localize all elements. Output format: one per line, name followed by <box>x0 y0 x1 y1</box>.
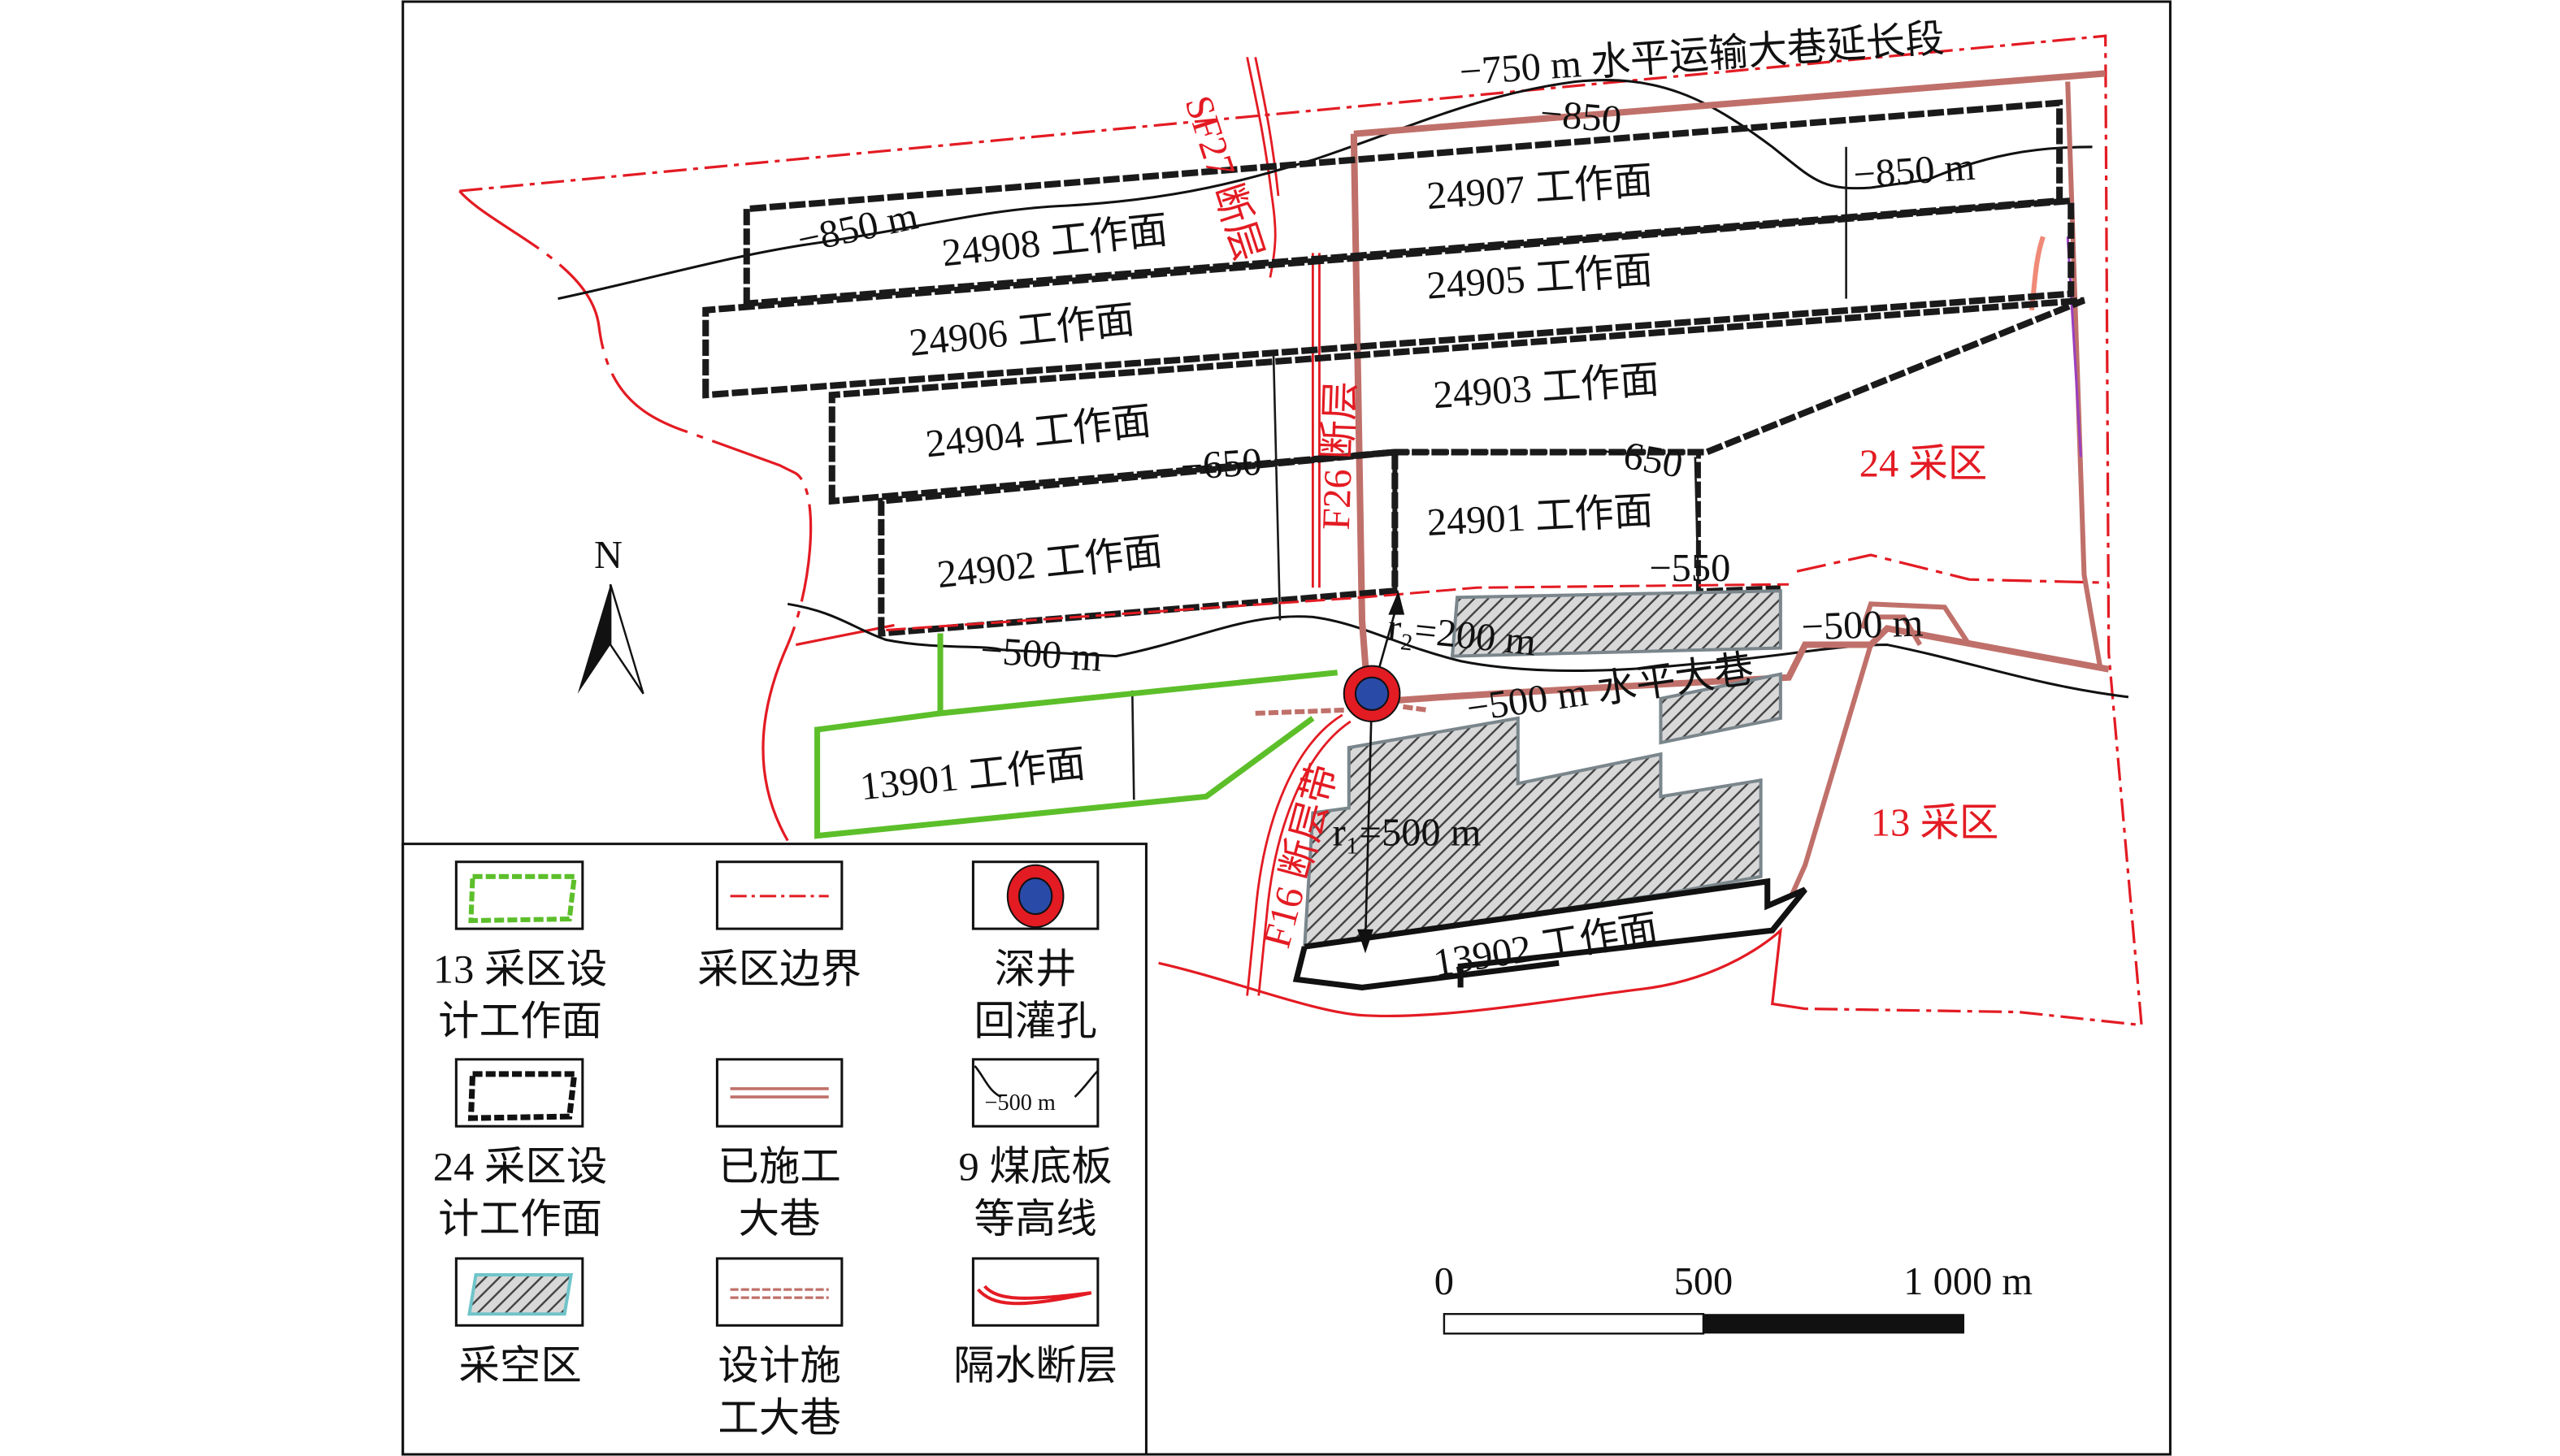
built-roadway-icon <box>730 1087 829 1098</box>
contour-label: −850 <box>1538 92 1623 141</box>
legend-label: 设计施 <box>718 1343 840 1389</box>
contour-label: −500 m <box>1801 601 1924 648</box>
contour-lines <box>558 79 2129 699</box>
boundary-along-24902 <box>886 583 1789 631</box>
workface-13-icon <box>468 873 578 924</box>
gob-icon <box>467 1272 574 1316</box>
legend-label: 回灌孔 <box>974 999 1096 1044</box>
area-13-label: 13 采区 <box>1871 802 1998 845</box>
planned-roadway-icon <box>730 1288 829 1299</box>
radius-r1-label: r₁=500 m <box>1333 812 1482 855</box>
workface-24-icon <box>467 1071 578 1121</box>
scale-bar: 0 500 1 000 m <box>1434 1260 2033 1335</box>
workface-13901 <box>814 633 1339 839</box>
legend-label: 计工作面 <box>438 1196 602 1242</box>
legend-label: 大巷 <box>739 1196 821 1242</box>
legend-label: 24 采区设 <box>433 1144 608 1190</box>
legend: −500 m 13 采区设 计工作面 采区边界 深井 回灌孔 24 采区设 计工… <box>401 843 1148 1456</box>
north-arrow: N <box>577 534 644 695</box>
workfaces-24 <box>702 99 2085 637</box>
workface-24901 <box>1392 449 1781 594</box>
deep-well-icon <box>1343 665 1401 722</box>
area-24-label: 24 采区 <box>1859 443 1987 486</box>
scale-tick-label: 0 <box>1434 1260 1454 1303</box>
water-resisting-faults <box>1246 57 1352 996</box>
contour-label: −550 <box>1649 547 1730 590</box>
fault-f26-label: F26 断层 <box>1315 380 1364 531</box>
north-arrow-icon <box>577 584 611 694</box>
contour-label: −650 <box>1179 440 1263 489</box>
workface-dividers <box>1130 146 1847 800</box>
legend-label: 工大巷 <box>718 1395 840 1441</box>
legend-label: 9 煤底板 <box>958 1144 1112 1190</box>
legend-label: 13 采区设 <box>433 947 608 992</box>
gob-areas <box>1303 589 1782 949</box>
fault-sf27 <box>1246 57 1277 278</box>
legend-label: 采区边界 <box>697 947 861 992</box>
legend-label: 计工作面 <box>438 999 602 1044</box>
contour-icon: −500 m <box>974 1065 1099 1116</box>
fault-icon <box>976 1285 1092 1306</box>
workface-strip-24906-24905 <box>702 197 2075 399</box>
workface-24902 <box>878 448 1399 637</box>
workface-13902 <box>1292 878 1807 990</box>
legend-label: 采空区 <box>458 1343 581 1389</box>
contour-label: −500 m <box>979 629 1104 680</box>
scale-tick-label: 500 <box>1674 1260 1733 1303</box>
north-label: N <box>594 534 623 577</box>
legend-label: 隔水断层 <box>953 1343 1117 1389</box>
contour-label: −850 m <box>1852 145 1976 197</box>
built-roadways <box>1255 70 2110 896</box>
legend-label: 已施工 <box>718 1144 840 1190</box>
legend-label: 深井 <box>995 947 1077 992</box>
mining-area-boundary <box>458 34 2143 1027</box>
contour-sample-label: −500 m <box>985 1090 1056 1116</box>
scale-tick-label: 1 000 m <box>1903 1260 2033 1303</box>
deep-well-icon <box>1006 864 1065 929</box>
fault-f16 <box>1246 713 1343 996</box>
legend-label: 等高线 <box>974 1196 1096 1242</box>
